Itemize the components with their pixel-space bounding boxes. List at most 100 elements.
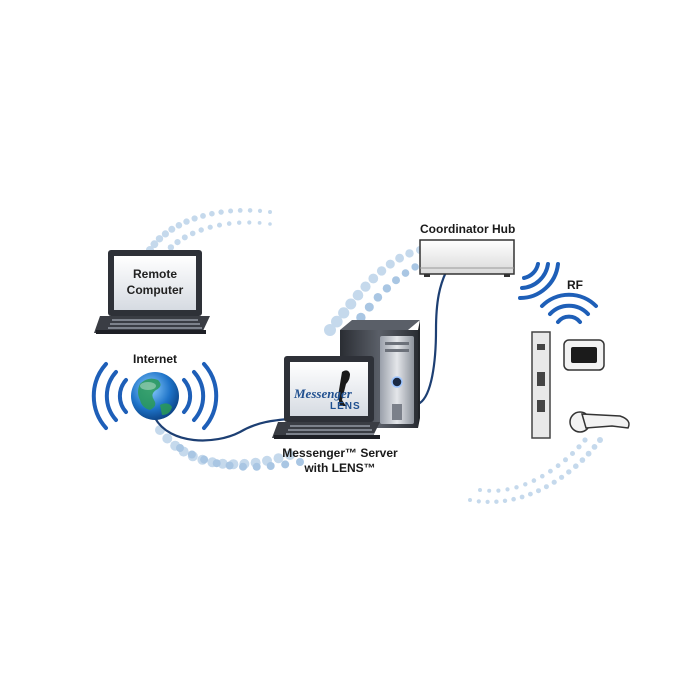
dot <box>239 462 247 471</box>
dot <box>555 463 561 469</box>
screen-brand-lens: LENS <box>330 401 361 412</box>
dot <box>237 220 242 225</box>
dot <box>183 218 190 225</box>
dot <box>237 208 243 213</box>
internet-globe-icon <box>131 372 179 420</box>
dot <box>247 208 253 213</box>
dot <box>266 462 275 470</box>
dot <box>373 293 383 302</box>
dot <box>485 499 490 504</box>
dot <box>468 498 472 502</box>
dot <box>212 459 221 468</box>
screen-brand-messenger: Messenger <box>294 386 352 401</box>
dot <box>368 273 379 284</box>
dot <box>181 234 188 241</box>
dot <box>356 312 366 323</box>
dot <box>511 496 516 502</box>
dot <box>257 221 262 225</box>
dot <box>514 485 519 490</box>
dot <box>218 209 224 215</box>
server-laptop-icon <box>272 356 380 439</box>
dot <box>296 458 304 466</box>
server-tower-icon <box>340 320 420 428</box>
coordinator-hub-icon <box>419 239 515 277</box>
dot <box>247 220 252 225</box>
dot <box>411 263 419 271</box>
dot <box>162 433 173 444</box>
dot <box>543 484 549 490</box>
dot <box>579 457 586 463</box>
dot <box>345 298 357 310</box>
rf-label: RF <box>567 278 583 292</box>
dot <box>174 239 181 246</box>
hub-wireless-signal-icon <box>518 262 560 301</box>
dot <box>385 259 395 269</box>
dot <box>217 222 222 228</box>
dot <box>252 462 261 471</box>
dot <box>559 474 565 480</box>
dot <box>338 307 350 319</box>
dot <box>563 457 568 463</box>
coordinator-hub-label: Coordinator Hub <box>420 222 516 236</box>
wireless-signal-icon <box>91 362 219 430</box>
dot <box>496 488 501 493</box>
dot <box>531 478 537 483</box>
dot <box>207 224 213 230</box>
dot <box>198 227 204 233</box>
dot <box>360 281 371 292</box>
dot <box>331 315 343 328</box>
dot <box>573 463 579 470</box>
dot <box>523 482 528 487</box>
dot <box>476 499 481 504</box>
dot <box>528 491 533 497</box>
dot <box>228 208 234 214</box>
door-lock-icon <box>531 331 630 439</box>
dot <box>494 499 499 504</box>
dot <box>200 213 206 219</box>
dot <box>273 453 284 464</box>
dot <box>285 450 295 460</box>
dot <box>405 249 414 258</box>
dot <box>582 437 588 443</box>
dot <box>548 468 553 474</box>
dot <box>502 498 508 503</box>
dot <box>505 487 510 492</box>
dot <box>401 269 410 277</box>
dot <box>395 253 404 263</box>
dot <box>225 461 234 470</box>
dot <box>536 488 541 494</box>
dot <box>478 488 482 492</box>
dot <box>268 210 272 214</box>
rf-wireless-signal-icon <box>540 292 598 324</box>
dot <box>519 494 525 500</box>
server-label-line1: Messenger™ Server <box>282 446 398 460</box>
dot <box>570 451 575 456</box>
dot <box>155 235 164 243</box>
dot <box>376 266 387 276</box>
dot <box>540 473 545 479</box>
remote-computer-label-line2: Computer <box>126 283 184 297</box>
dot <box>352 289 364 301</box>
dot <box>551 479 557 485</box>
dot <box>161 230 169 238</box>
remote-computer-laptop-icon <box>94 250 210 334</box>
dot <box>150 240 159 249</box>
dot <box>324 324 336 336</box>
dot <box>189 230 196 237</box>
dot <box>268 222 272 226</box>
dot <box>576 444 582 450</box>
dot <box>187 450 196 459</box>
dot <box>209 210 215 217</box>
dot <box>191 215 198 222</box>
dot <box>200 455 209 464</box>
dot <box>226 221 232 226</box>
dot <box>168 225 176 233</box>
dot <box>487 488 492 493</box>
internet-label: Internet <box>132 352 177 366</box>
dot <box>585 450 592 457</box>
dot <box>217 458 228 469</box>
dot <box>591 444 598 450</box>
dot <box>597 437 603 443</box>
dot <box>167 244 175 251</box>
